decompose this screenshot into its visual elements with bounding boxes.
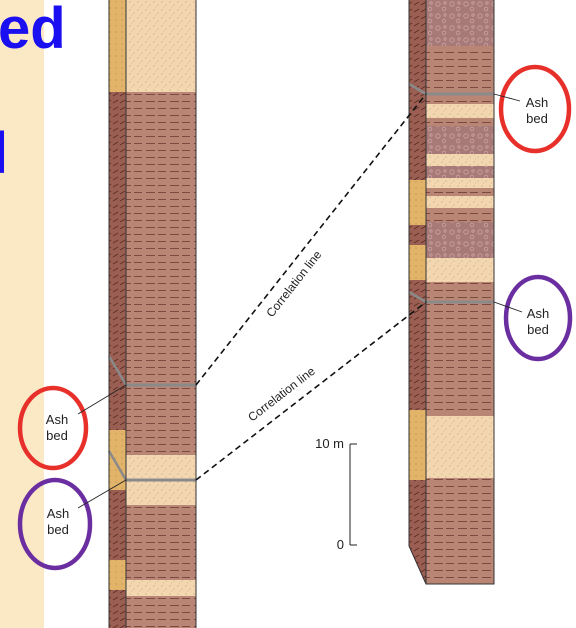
callout-right-upper-line1: Ash — [526, 95, 548, 110]
correlation-line-upper — [195, 93, 427, 386]
right-sandstone-layer-1 — [426, 104, 494, 118]
callout-right-lower: Ash bed — [493, 274, 573, 362]
right-sandstone-layer-2 — [426, 154, 494, 166]
callout-ring-left-lower — [17, 477, 93, 571]
callout-right-upper-line2: bed — [526, 111, 548, 126]
right-conglomerate-layer-1 — [426, 0, 494, 46]
right-sandstone-layer-4 — [426, 196, 494, 208]
right-conglomerate-layer-2 — [426, 126, 494, 154]
correlation-line-upper-label: Correlation line — [263, 248, 324, 320]
callout-right-lower-line1: Ash — [527, 306, 549, 321]
callout-ring-right-lower — [503, 274, 573, 362]
callout-left-lower-line2: bed — [47, 522, 69, 537]
left-column-side-face — [109, 0, 126, 628]
callout-left-upper: Ash bed — [17, 384, 127, 471]
callout-ring-left-upper — [17, 385, 89, 471]
slide-heading-fragment-1: ed — [0, 0, 66, 61]
callout-right-lower-line2: bed — [527, 322, 549, 337]
right-column-front-face — [426, 0, 494, 584]
callout-left-lower-line1: Ash — [47, 506, 69, 521]
scale-bar-bottom-label: 0 — [337, 537, 344, 552]
callout-right-upper: Ash bed — [493, 64, 572, 154]
callout-ring-right-upper — [498, 64, 572, 154]
right-conglomerate-layer-3 — [426, 222, 494, 258]
callout-left-upper-line2: bed — [46, 428, 68, 443]
left-stratigraphic-column — [107, 0, 197, 628]
slide-heading-fragment-2: l — [0, 121, 9, 186]
right-sandstone-layer-6 — [426, 416, 494, 478]
right-stratigraphic-column — [408, 0, 495, 585]
callout-left-upper-line1: Ash — [46, 412, 68, 427]
right-sandstone-layer-3 — [426, 178, 494, 188]
correlation-line-lower — [195, 301, 427, 481]
callout-left-lower: Ash bed — [17, 477, 127, 571]
left-sandstone-layer-bottom — [126, 580, 196, 596]
right-sandstone-layer-5 — [426, 258, 494, 282]
scale-bar-top-label: 10 m — [315, 436, 344, 451]
left-sandstone-layer-top — [126, 0, 196, 92]
scale-bar: 10 m 0 — [315, 436, 357, 552]
left-column-front-face — [126, 0, 196, 628]
